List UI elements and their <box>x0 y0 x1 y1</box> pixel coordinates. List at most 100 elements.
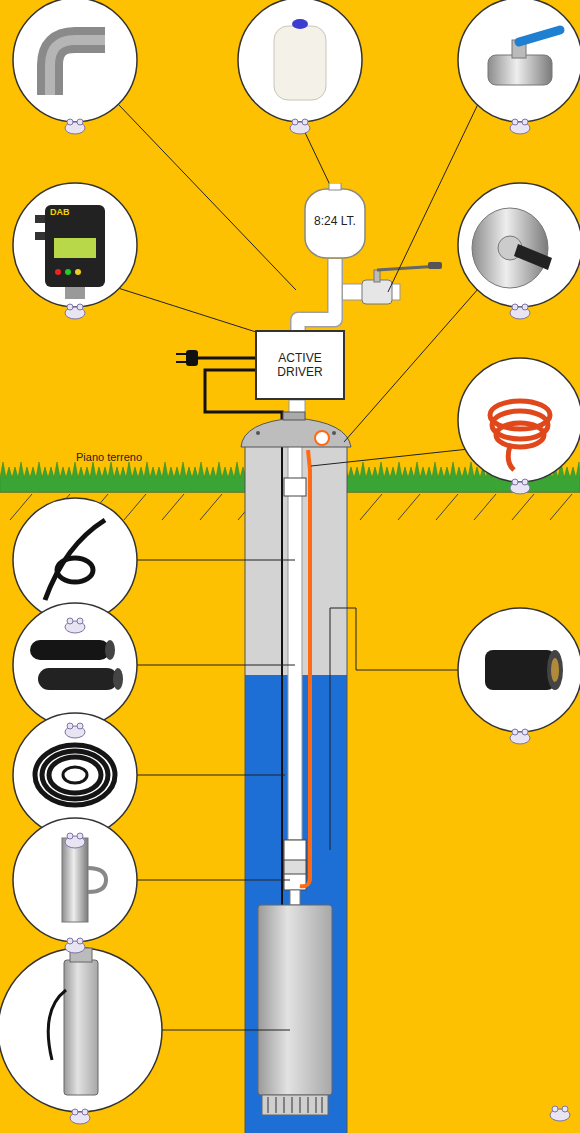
leader-line <box>311 448 478 466</box>
callout-circle <box>238 0 362 122</box>
fitting-icon <box>551 658 559 682</box>
riser-pipe <box>284 400 306 905</box>
ground-hatch <box>512 494 534 520</box>
ground-hatch <box>162 494 184 520</box>
nipple-icon <box>62 838 88 922</box>
well-cap <box>332 431 336 435</box>
riser-pipe <box>284 478 306 496</box>
well-cap <box>315 431 329 445</box>
fitting-icon <box>547 650 563 690</box>
active-driver-icon <box>35 232 45 240</box>
logo-mark <box>67 938 73 944</box>
cable-tie-icon <box>57 558 93 582</box>
logo-mark <box>67 833 73 839</box>
ground-hatch <box>474 494 496 520</box>
leader-line <box>137 665 295 666</box>
callout-circle <box>458 0 580 122</box>
logo-mark <box>562 1106 568 1112</box>
elbow-icon <box>50 40 105 95</box>
logo-mark <box>522 729 528 735</box>
cable-tie-icon <box>45 520 105 600</box>
fitting-icon <box>485 650 563 690</box>
pipe-icon <box>105 640 115 660</box>
plug-symbol <box>176 350 198 366</box>
safety-rope <box>300 450 310 886</box>
well-cap <box>256 431 260 435</box>
cable-tie-icon <box>45 520 105 600</box>
logo-mark <box>65 119 85 134</box>
tank-outline <box>305 189 365 258</box>
logo-mark <box>510 729 530 744</box>
active-driver-icon <box>45 205 105 287</box>
submersible-pump <box>299 1097 301 1113</box>
cable-coil-icon <box>35 745 115 805</box>
logo-mark <box>65 723 85 738</box>
logo-mark <box>512 479 518 485</box>
ground-hatch <box>360 494 382 520</box>
ground-hatch <box>200 494 222 520</box>
logo-mark <box>510 479 530 494</box>
rope-icon <box>508 446 514 470</box>
submersible-pump <box>262 1095 328 1115</box>
cable-coil-icon <box>35 745 115 805</box>
valve <box>374 270 380 282</box>
ball-valve-icon <box>519 30 560 42</box>
pipe-icon <box>30 640 110 660</box>
submersible-pump <box>258 905 332 1095</box>
well-cap <box>241 418 351 447</box>
valve <box>428 262 442 269</box>
logo-mark <box>512 119 518 125</box>
active-driver-icon <box>75 269 81 275</box>
active-driver-icon <box>65 269 71 275</box>
logo-mark <box>552 1106 558 1112</box>
leader-line <box>137 880 290 881</box>
riser-pipe <box>284 860 306 874</box>
ground-hatch <box>436 494 458 520</box>
valve <box>362 280 392 304</box>
logo-mark <box>77 938 83 944</box>
leader-line <box>137 775 285 776</box>
pipe-icon <box>30 640 123 690</box>
cap-icon <box>472 208 552 288</box>
valve <box>335 262 442 304</box>
expansion-tank: 8:24 LT. <box>304 183 366 259</box>
pipe-icon <box>38 668 118 690</box>
callout-circle <box>13 818 137 942</box>
tank-icon <box>274 19 326 100</box>
leader-line <box>160 1030 290 1031</box>
well-cap <box>241 412 351 447</box>
submersible-pump <box>258 905 332 1115</box>
power-cable <box>281 445 283 905</box>
cap-icon <box>472 208 548 288</box>
submersible-pump <box>321 1097 323 1113</box>
submersible-pump <box>291 1097 293 1113</box>
callout-circle <box>458 358 580 482</box>
plug-symbol <box>186 350 198 366</box>
callout-circle <box>0 948 162 1112</box>
logo-mark <box>65 833 85 848</box>
submersible-pump <box>275 1097 277 1113</box>
node-text: ACTIVE DRIVER <box>263 351 337 379</box>
logo-mark <box>67 119 73 125</box>
submersible-pump <box>283 1097 285 1113</box>
pump-icon <box>64 960 98 1095</box>
nipple-icon <box>62 838 106 922</box>
logo-mark <box>67 723 73 729</box>
logo-mark <box>510 119 530 134</box>
pump-icon <box>48 948 98 1095</box>
fitting-icon <box>485 650 555 690</box>
leader-line <box>118 104 296 290</box>
logo-mark <box>522 119 528 125</box>
logo-mark <box>512 729 518 735</box>
well <box>347 445 348 1133</box>
cap-icon <box>514 244 552 270</box>
ball-valve-icon <box>488 55 552 85</box>
active-driver-icon <box>65 287 85 299</box>
node-text: 8:24 LT. <box>314 214 356 228</box>
pump-icon <box>48 990 66 1060</box>
logo-mark <box>77 723 83 729</box>
